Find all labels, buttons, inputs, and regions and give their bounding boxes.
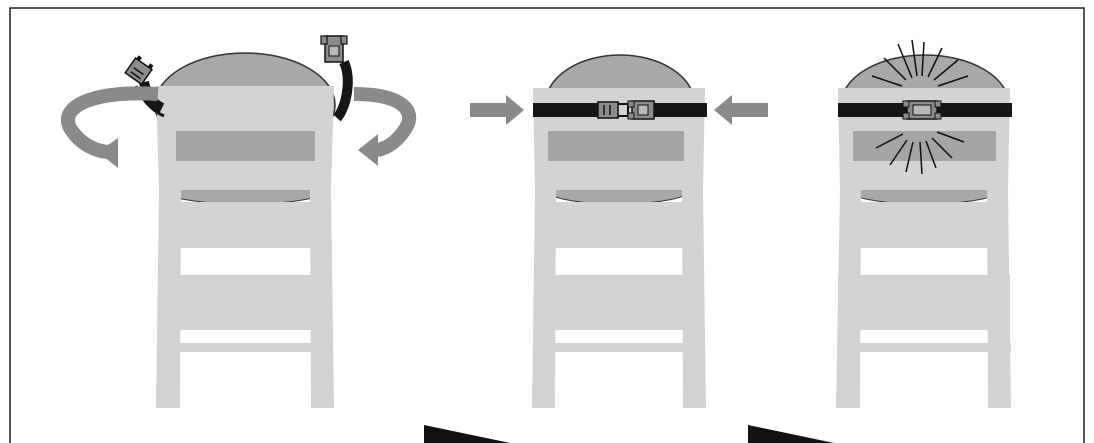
- chair-crossbar-lower: [158, 275, 332, 330]
- click-burst-icon: [871, 39, 969, 175]
- strap-right: [654, 103, 707, 117]
- chair: [156, 86, 334, 408]
- chair-crossbar-lower: [534, 275, 704, 330]
- step-arrow-icon: [424, 425, 510, 443]
- chair-crossbar-bottom: [837, 343, 1011, 352]
- buckle-locked-icon: [902, 100, 942, 120]
- chair-crossbar-bottom: [157, 343, 333, 352]
- chair-crossbar-upper: [160, 202, 330, 248]
- strap-right: [332, 59, 353, 122]
- back-pad: [548, 131, 684, 161]
- curved-arrow-left-icon: [61, 86, 159, 168]
- push-arrow-right-icon: [470, 95, 524, 125]
- panel-step-2: [470, 54, 768, 408]
- curved-arrow-right-icon: [353, 87, 417, 166]
- chair-crossbar-upper: [536, 202, 702, 248]
- chair-crossbar-upper: [841, 202, 1007, 248]
- panel-step-1: [61, 35, 417, 408]
- panel-step-3: [836, 39, 1012, 408]
- chair-crossbar-lower: [838, 275, 1010, 330]
- step-arrow-icon: [748, 425, 834, 443]
- buckle-female-icon: [627, 100, 655, 120]
- back-pad: [176, 131, 315, 161]
- strap-left: [533, 103, 600, 117]
- push-arrow-left-icon: [714, 95, 768, 125]
- back-pad: [853, 131, 996, 161]
- buckle-female-icon: [320, 35, 348, 63]
- diagram-frame: [9, 7, 1085, 443]
- buckle-male-icon: [124, 55, 154, 86]
- buckle-male-icon: [597, 101, 629, 119]
- chair-crossbar-bottom: [533, 343, 705, 352]
